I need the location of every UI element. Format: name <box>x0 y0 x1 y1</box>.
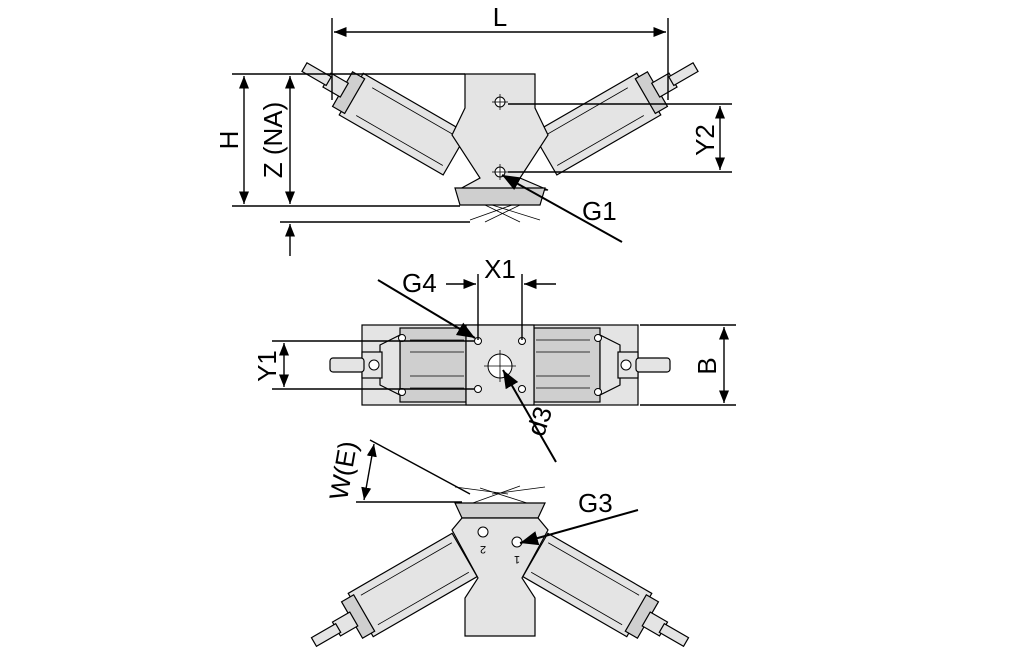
label-G4: G4 <box>402 268 437 298</box>
label-X1: X1 <box>484 254 516 284</box>
mounting-holes-middle <box>368 334 632 396</box>
label-d3: d3 <box>521 403 558 440</box>
label-B: B <box>692 357 722 374</box>
label-Z: Z (NA) <box>258 102 288 179</box>
label-port-1: 1 <box>514 553 520 565</box>
label-Y1: Y1 <box>252 350 282 382</box>
leader-G3 <box>519 509 639 546</box>
center-body-top <box>451 73 549 191</box>
left-end-cap <box>379 334 401 396</box>
bottom-view: 2 1 W(E) G3 <box>310 439 690 648</box>
label-L: L <box>493 2 507 32</box>
left-rod <box>329 357 365 373</box>
port-2 <box>477 526 489 538</box>
label-G3: G3 <box>578 488 613 518</box>
right-cylinder-middle <box>533 327 601 403</box>
leader-G4 <box>377 279 476 339</box>
dim-W-line <box>361 443 377 501</box>
left-cylinder-top <box>301 61 468 176</box>
middle-view: X1 G4 Y1 B d3 <box>252 254 736 463</box>
fingers-top <box>469 204 541 223</box>
fingers-bottom <box>454 485 546 505</box>
right-end-cap <box>599 334 621 396</box>
right-cylinder-top <box>532 61 699 176</box>
jaw-plate-bottom <box>454 502 546 519</box>
label-Y2: Y2 <box>690 124 720 156</box>
label-port-2: 2 <box>480 543 486 555</box>
center-body-bottom <box>451 517 549 637</box>
right-cylinder-bottom <box>522 532 690 648</box>
right-rod <box>635 357 671 373</box>
label-G1: G1 <box>582 196 617 226</box>
leader-G1 <box>501 174 623 243</box>
leader-d3 <box>502 369 557 463</box>
label-W: W(E) <box>323 439 363 503</box>
dim-W-ext-upper <box>369 439 471 495</box>
left-cylinder-bottom <box>310 532 478 648</box>
left-cylinder-middle <box>399 327 467 403</box>
label-H: H <box>214 131 244 150</box>
top-view: L H Z (NA) Y2 G1 <box>214 2 732 256</box>
